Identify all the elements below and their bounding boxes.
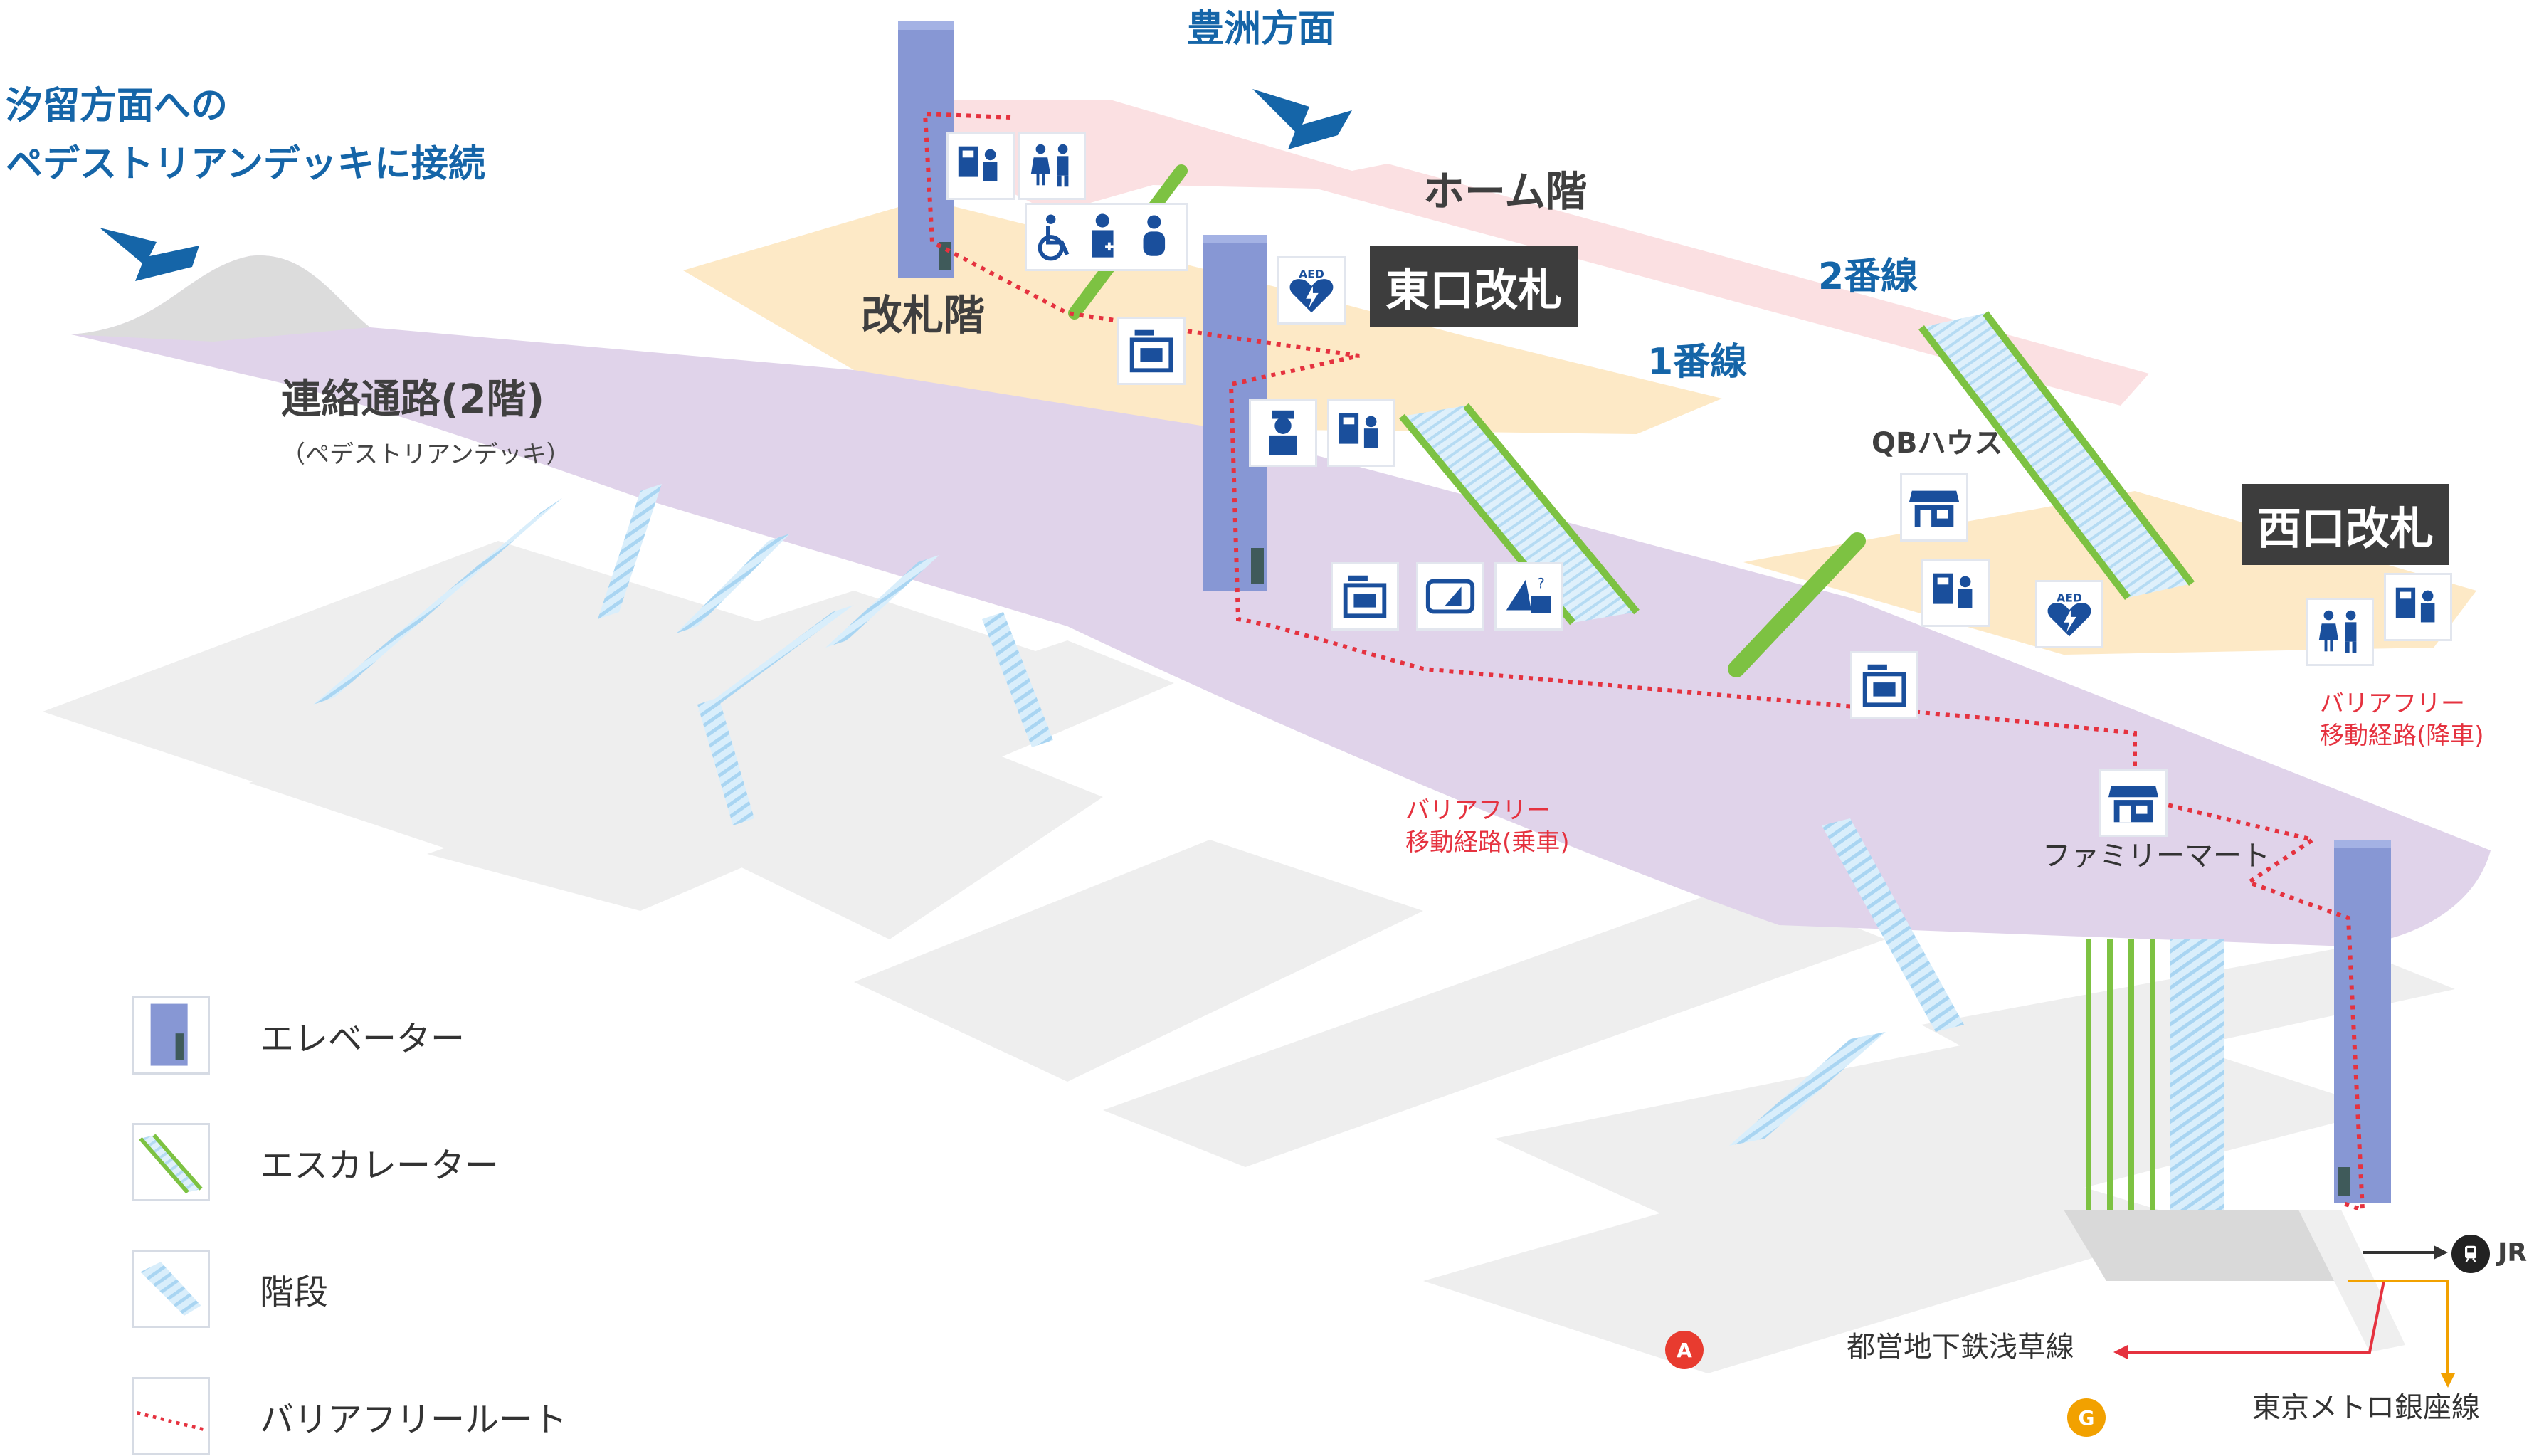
jr-label: JR <box>2498 1238 2528 1267</box>
west-gate-label: 西口改札 <box>2242 484 2450 565</box>
stairs-group <box>313 484 2224 1210</box>
toyosu-label: 豊洲方面 <box>1187 8 1336 51</box>
legend-escalator: エスカレーター <box>132 1123 499 1201</box>
aed-icon: AED <box>1277 256 1346 325</box>
coin-locker-icon <box>1331 562 1399 631</box>
aed-text: AED <box>1299 268 1324 280</box>
restroom-icon <box>1018 132 1086 200</box>
shiodome-arrow <box>100 228 199 281</box>
escalators <box>1068 164 2195 1210</box>
shiodome-label-line1: 汐留方面への <box>6 85 228 127</box>
east-gate-label: 東口改札 <box>1370 246 1578 327</box>
shiodome-label-line2: ペデストリアンデッキに接続 <box>6 143 485 186</box>
ticket-counter-icon <box>1327 399 1395 467</box>
legend-elevator: エレベーター <box>132 996 465 1075</box>
ticket-machine-icon <box>946 132 1015 200</box>
barrier-free-board-line2: 移動経路(乗車) <box>1405 828 1570 857</box>
legend-route-label: バリアフリールート <box>260 1400 568 1440</box>
line1-label: 1番線 <box>1647 341 1748 384</box>
ginza-badge: G <box>2067 1398 2106 1437</box>
ginza-arrow <box>2348 1280 2449 1373</box>
legend-stairs-swatch <box>132 1250 210 1328</box>
asakusa-badge: A <box>1665 1331 1704 1369</box>
asakusa-label: 都営地下鉄浅草線 <box>1847 1331 2074 1363</box>
ic-card-icon <box>1416 562 1484 631</box>
locker-corridor-icon <box>1850 651 1918 719</box>
barrier-free-alight-line2: 移動経路(降車) <box>2320 722 2484 750</box>
corridor-label: 連絡通路(2階) <box>281 376 545 423</box>
home-floor-platform <box>911 100 2149 406</box>
lost-property-icon: ? <box>1494 562 1563 631</box>
legend-elevator-label: エレベーター <box>260 1019 465 1059</box>
accessible-toilet-icon <box>1025 203 1188 271</box>
barrier-free-alight-line1: バリアフリー <box>2320 690 2465 718</box>
legend-stairs: 階段 <box>132 1250 328 1328</box>
locker-icon-east <box>1117 317 1186 385</box>
pedestrian-deck <box>71 255 2491 946</box>
aed-west-icon: AED <box>2035 580 2103 648</box>
restroom-west-icon <box>2306 598 2374 666</box>
legend-escalator-label: エスカレーター <box>260 1146 500 1186</box>
jr-arrowhead <box>2434 1245 2448 1260</box>
legend-elevator-swatch <box>132 996 210 1075</box>
asakusa-arrowhead <box>2113 1345 2128 1359</box>
ginza-arrowhead <box>2441 1373 2455 1388</box>
legend-route-swatch <box>132 1377 210 1455</box>
svg-text:?: ? <box>1537 575 1544 591</box>
asakusa-arrow <box>2128 1280 2385 1354</box>
gate-floor-label: 改札階 <box>861 291 986 339</box>
line2-label: 2番線 <box>1818 255 1918 298</box>
toyosu-arrow <box>1252 89 1352 149</box>
legend-barrier-free-route: バリアフリールート <box>132 1377 567 1455</box>
home-floor-label: ホーム階 <box>1423 167 1588 216</box>
family-mart-label: ファミリーマート <box>2042 840 2270 872</box>
qb-house-label: QBハウス <box>1872 427 2003 460</box>
barrier-free-route <box>922 111 2365 1213</box>
qb-house-shop-icon <box>1900 473 1968 542</box>
station-staff-icon <box>1249 399 1317 467</box>
ticket-counter-west-icon <box>2384 573 2452 641</box>
legend-stairs-label: 階段 <box>260 1272 329 1312</box>
corridor-sub-label: （ペデストリアンデッキ） <box>281 441 571 469</box>
barrier-free-board-line1: バリアフリー <box>1405 796 1551 825</box>
ginza-label: 東京メトロ銀座線 <box>2252 1391 2480 1424</box>
jr-train-icon <box>2451 1235 2490 1273</box>
legend-escalator-swatch <box>132 1123 210 1201</box>
aed-west-text: AED <box>2057 591 2082 604</box>
ground-streets <box>43 541 2455 1373</box>
ticket-machine-west-icon <box>1921 559 1990 627</box>
ground-exit <box>2064 1210 2341 1281</box>
shiodome-deck-end <box>71 255 370 342</box>
family-mart-shop-icon <box>2099 769 2168 837</box>
